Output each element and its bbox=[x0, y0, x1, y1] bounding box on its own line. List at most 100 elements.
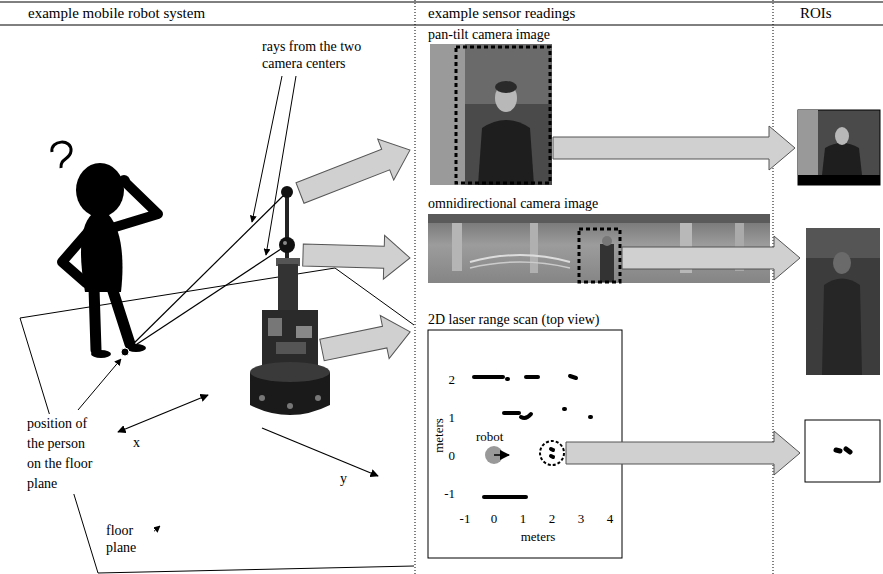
column-header: example sensor readings bbox=[428, 5, 575, 22]
scan-points bbox=[507, 377, 508, 381]
roi-image bbox=[798, 110, 880, 185]
robot-tower bbox=[278, 264, 298, 312]
photo-ceiling bbox=[428, 214, 770, 223]
omnidirectional-camera bbox=[279, 237, 295, 253]
photo-person bbox=[822, 143, 862, 175]
person-arm bbox=[112, 183, 158, 228]
robot-heading-arrow bbox=[494, 454, 509, 456]
robot-sensor bbox=[287, 403, 293, 409]
plot-annotation: robot bbox=[476, 428, 503, 445]
person-position-dot bbox=[121, 348, 129, 356]
person-hand bbox=[118, 175, 130, 187]
photo-background bbox=[430, 44, 465, 185]
floor-plane-edge bbox=[20, 318, 98, 573]
axis-tick: -1 bbox=[455, 510, 475, 527]
flow-arrow bbox=[566, 431, 800, 475]
panel-heading: omnidirectional camera image bbox=[428, 196, 774, 212]
flow-arrow bbox=[318, 310, 415, 371]
photo-railing bbox=[470, 262, 570, 268]
column-header: ROIs bbox=[800, 5, 832, 22]
person-arm bbox=[62, 232, 88, 283]
scan-points bbox=[590, 415, 591, 419]
table-rule bbox=[0, 2, 883, 3]
robot-base-top bbox=[250, 362, 330, 382]
roi-dashed-circle bbox=[540, 441, 564, 465]
axis-tick: 2 bbox=[542, 510, 562, 527]
person-leg bbox=[94, 288, 96, 350]
robot-panel bbox=[268, 318, 282, 336]
leader-line bbox=[266, 76, 296, 255]
person-leg bbox=[112, 288, 130, 344]
axis-label: meters bbox=[430, 406, 447, 466]
person-foot bbox=[91, 350, 111, 358]
scan-points bbox=[474, 375, 503, 379]
laser-scan-panel: 2D laser range scan (top view) bbox=[428, 312, 626, 558]
flow-arrow bbox=[302, 233, 410, 280]
person-scan-points bbox=[846, 449, 850, 452]
panel-heading: pan-tilt camera image bbox=[428, 27, 582, 43]
axis-tick: 4 bbox=[600, 510, 620, 527]
scan-points bbox=[504, 411, 519, 415]
scan-points bbox=[570, 376, 576, 378]
axis-tick: 2 bbox=[436, 371, 455, 388]
laser-scanner bbox=[276, 342, 306, 354]
flow-arrow bbox=[292, 130, 418, 214]
axis-tick: 3 bbox=[571, 510, 591, 527]
question-mark-symbol bbox=[52, 142, 71, 168]
person-scan-points bbox=[836, 450, 840, 451]
flow-arrow bbox=[622, 236, 800, 280]
column-divider bbox=[415, 0, 416, 574]
y-axis-arrow bbox=[262, 428, 378, 476]
panel-heading: 2D laser range scan (top view) bbox=[428, 312, 626, 328]
flow-arrow bbox=[553, 126, 795, 170]
robot-sensor bbox=[259, 395, 265, 401]
photo-person-head bbox=[833, 252, 851, 274]
photo-person-head bbox=[602, 236, 612, 246]
roi-border-band bbox=[798, 175, 880, 185]
column-divider bbox=[773, 0, 774, 574]
axis-name: x bbox=[133, 434, 140, 451]
pan-tilt-camera bbox=[281, 186, 293, 198]
camera-image-panel: omnidirectional camera image bbox=[428, 196, 774, 283]
robot-sensor bbox=[315, 395, 321, 401]
scan-points bbox=[521, 414, 531, 418]
scan-points bbox=[484, 495, 526, 499]
photo-railing bbox=[470, 255, 570, 262]
camera-photo bbox=[430, 44, 552, 185]
camera-highlight bbox=[283, 241, 287, 245]
photo-person bbox=[822, 279, 862, 376]
axis-name: y bbox=[340, 470, 347, 487]
roi-dotted-box bbox=[456, 47, 550, 183]
callout-label: floor plane bbox=[106, 522, 154, 556]
camera-image-panel: pan-tilt camera image bbox=[428, 27, 582, 185]
scan-points bbox=[526, 375, 538, 379]
roi-scan-box bbox=[805, 420, 880, 482]
photo-person-hair bbox=[495, 81, 517, 93]
scan-points bbox=[564, 407, 565, 411]
roi-dotted-box bbox=[579, 229, 620, 282]
axis-tick: -1 bbox=[436, 485, 455, 502]
axis-tick: 1 bbox=[513, 510, 533, 527]
photo-pillar bbox=[452, 223, 462, 271]
axis-label: meters bbox=[508, 528, 568, 545]
callout-label: position of the person on the floor plan… bbox=[27, 414, 93, 494]
leader-line bbox=[78, 359, 121, 410]
person-head bbox=[76, 163, 124, 217]
photo-pillar bbox=[530, 223, 538, 273]
floor-plane-edge bbox=[335, 268, 414, 325]
leader-line bbox=[252, 76, 282, 222]
person-scan-points bbox=[551, 449, 553, 450]
floor-plane-edge bbox=[98, 566, 414, 573]
axis-tick: 0 bbox=[484, 510, 504, 527]
photo-person bbox=[478, 120, 534, 185]
photo-background bbox=[798, 110, 818, 175]
roi-image bbox=[806, 228, 880, 375]
x-axis-arrow bbox=[118, 395, 208, 432]
photo-person-head bbox=[835, 127, 849, 145]
table-rule bbox=[0, 25, 883, 26]
person-scan-points bbox=[551, 456, 553, 457]
photo-person bbox=[600, 244, 614, 282]
